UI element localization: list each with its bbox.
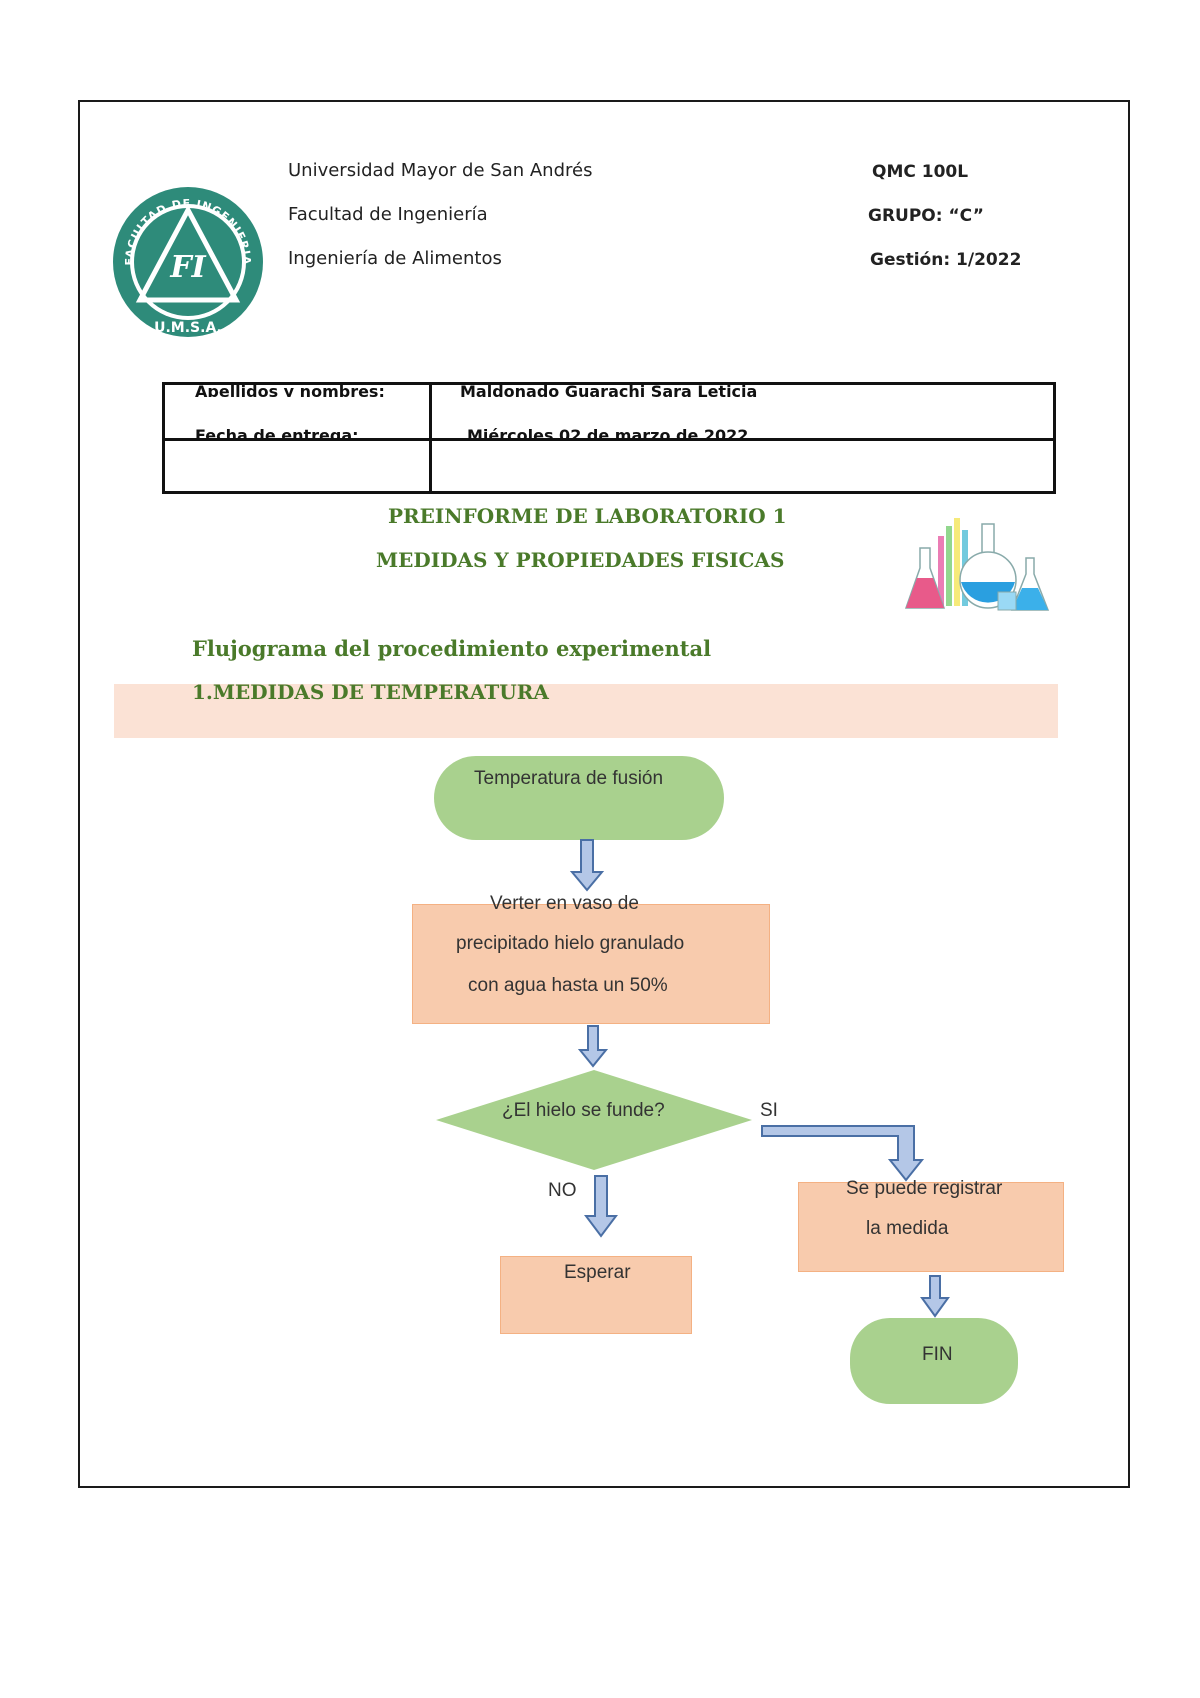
flow-yes-label: SI [760, 1100, 778, 1121]
section-band [114, 684, 1058, 738]
flow-arrow-down-end [920, 1275, 950, 1318]
flow-step-record [798, 1182, 1064, 1272]
flow-start-terminator [434, 756, 724, 840]
page-border [78, 100, 1130, 1488]
course-code: QMC 100L [872, 162, 969, 182]
flow-decision-diamond [436, 1070, 752, 1170]
flow-step-line3: con agua hasta un 50% [468, 975, 668, 996]
flow-arrow-no [584, 1175, 618, 1238]
logo-center-text: FI [169, 250, 206, 285]
flow-arrow-down-2 [577, 1025, 609, 1068]
term-label: Gestión: 1/2022 [870, 250, 1022, 270]
flow-step-pour-ice [412, 904, 770, 1024]
student-info-table: Apellidos y nombres: Maldonado Guarachi … [162, 382, 1056, 494]
flow-arrow-down-1 [569, 839, 605, 892]
flow-no-label: NO [548, 1180, 577, 1201]
table-divider-horizontal [165, 438, 1053, 441]
flowchart-heading: Flujograma del procedimiento experimenta… [192, 636, 712, 661]
section-title: 1.MEDIDAS DE TEMPERATURA [192, 680, 549, 704]
date-label: Fecha de entrega: [195, 426, 359, 438]
university-name: Universidad Mayor de San Andrés [288, 160, 593, 181]
flow-record-line1: Se puede registrar [846, 1178, 1003, 1199]
flow-end-text: FIN [922, 1344, 953, 1365]
career-name: Ingeniería de Alimentos [288, 248, 502, 269]
flow-record-line2: la medida [866, 1218, 949, 1239]
name-value: Maldonado Guarachi Sara Leticia [460, 382, 758, 397]
name-label: Apellidos y nombres: [195, 382, 385, 397]
flow-step-line1: Verter en vaso de [490, 893, 639, 914]
report-title: PREINFORME DE LABORATORIO 1 [388, 504, 787, 528]
flow-start-text: Temperatura de fusión [474, 768, 664, 789]
flow-end-terminator [850, 1318, 1018, 1404]
logo-bottom-text: U.M.S.A. [154, 320, 222, 336]
flow-step-wait [500, 1256, 692, 1334]
flow-wait-text: Esperar [564, 1262, 631, 1283]
flow-arrow-yes [761, 1125, 925, 1182]
faculty-name: Facultad de Ingeniería [288, 204, 488, 225]
lab-glassware-image [904, 518, 1050, 611]
group-label: GRUPO: “C” [868, 206, 984, 226]
umsa-engineering-logo: FI FACULTAD DE INGENIERIA U.M.S.A. [113, 187, 263, 337]
report-subtitle: MEDIDAS Y PROPIEDADES FISICAS [376, 548, 785, 572]
flow-step-line2: precipitado hielo granulado [456, 933, 685, 954]
flow-decision-text: ¿El hielo se funde? [502, 1100, 665, 1121]
date-value: Miércoles 02 de marzo de 2022 [467, 426, 749, 438]
